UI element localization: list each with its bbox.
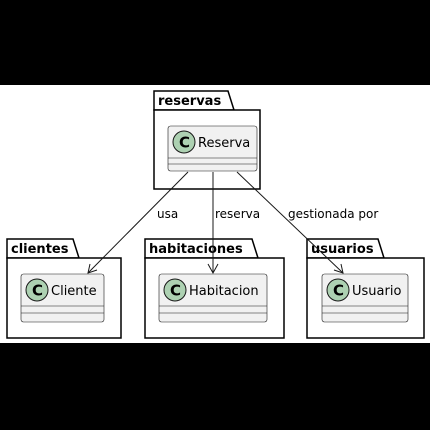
relation-label: usa xyxy=(157,207,178,221)
class-name: Reserva xyxy=(198,136,250,151)
class-icon-letter: C xyxy=(333,282,344,300)
class-icon xyxy=(172,130,196,154)
package-label: clientes xyxy=(11,242,69,257)
class-icon xyxy=(25,278,49,302)
class-icon-letter: C xyxy=(32,282,43,300)
package-label: usuarios xyxy=(311,242,374,257)
relation-line xyxy=(236,171,344,274)
class-icon-letter: C xyxy=(170,282,181,300)
relation-line xyxy=(87,171,189,274)
package-label: reservas xyxy=(158,94,221,109)
arrow-head-icon xyxy=(207,263,219,275)
relation-reserva[interactable]: reserva xyxy=(207,172,260,275)
relation-label: gestionada por xyxy=(288,207,378,221)
relation-label: reserva xyxy=(215,207,260,221)
class-icon xyxy=(163,278,187,302)
class-icon xyxy=(326,278,350,302)
class-cliente[interactable]: C Cliente xyxy=(20,273,105,323)
relation-usa[interactable]: usa xyxy=(87,171,189,274)
class-habitacion[interactable]: C Habitacion xyxy=(158,273,268,323)
package-label: habitaciones xyxy=(149,242,243,257)
class-reserva[interactable]: C Reserva xyxy=(167,125,258,172)
class-name: Habitacion xyxy=(189,284,259,299)
class-name: Cliente xyxy=(51,284,97,299)
class-name: Usuario xyxy=(352,284,401,299)
class-icon-letter: C xyxy=(179,134,190,152)
relation-gestionada-por[interactable]: gestionada por xyxy=(236,171,378,274)
arrow-head-icon xyxy=(333,263,344,274)
arrow-head-icon xyxy=(87,263,98,274)
class-usuario[interactable]: C Usuario xyxy=(321,273,409,323)
